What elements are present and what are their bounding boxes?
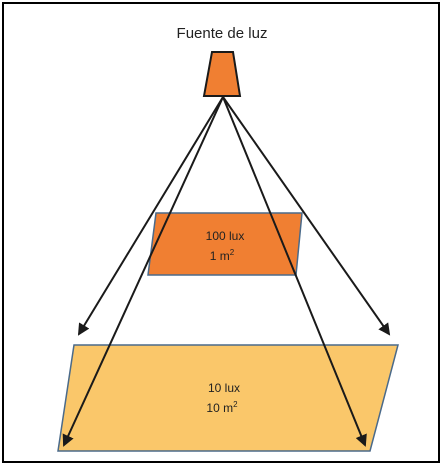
far-plane bbox=[57, 344, 399, 452]
far-lux-label: 10 lux bbox=[208, 381, 240, 395]
ray-right-inner bbox=[222, 96, 367, 447]
far-area-label: 10 m2 bbox=[206, 400, 238, 415]
near-area-value: 1 m bbox=[210, 249, 230, 263]
near-plane bbox=[147, 212, 303, 276]
ray-right-outer bbox=[222, 96, 391, 336]
near-area-label: 1 m2 bbox=[210, 248, 235, 263]
source-title: Fuente de luz bbox=[177, 25, 268, 42]
near-lux-label: 100 lux bbox=[206, 229, 245, 243]
ray-left-inner bbox=[62, 96, 224, 447]
ray-left-outer bbox=[77, 96, 224, 336]
far-area-value: 10 m bbox=[206, 401, 233, 415]
far-area-exp: 2 bbox=[233, 400, 238, 409]
near-area-exp: 2 bbox=[230, 248, 235, 257]
light-rays bbox=[62, 96, 391, 447]
light-source-icon bbox=[202, 51, 242, 97]
